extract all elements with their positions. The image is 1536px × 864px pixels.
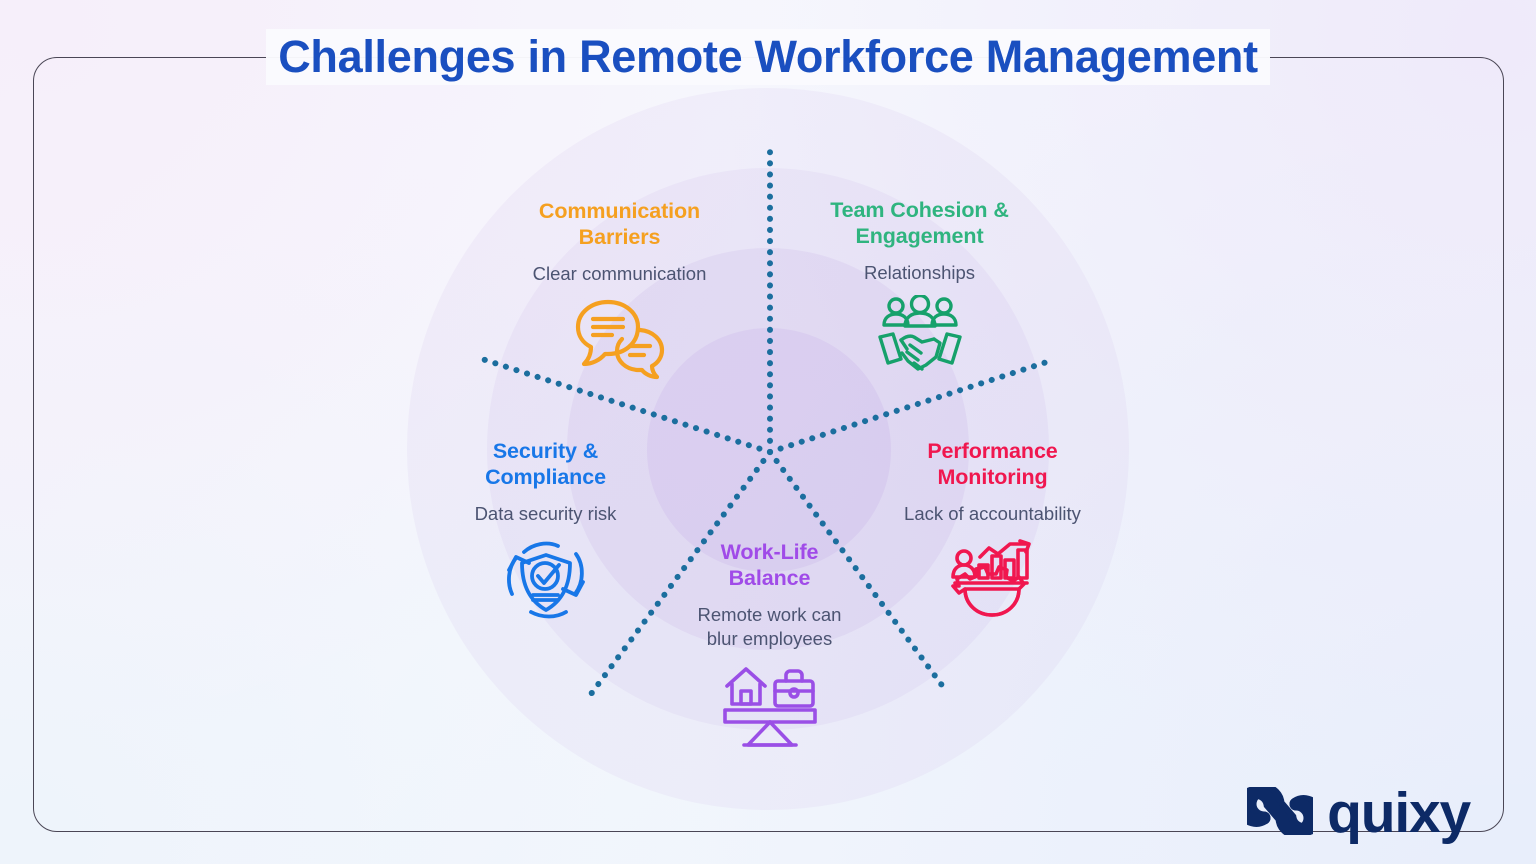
page-title-text: Challenges in Remote Workforce Managemen… <box>266 29 1270 86</box>
segment-security-compliance[interactable]: Security & Compliance Data security risk <box>438 438 653 624</box>
quixy-wordmark: quixy <box>1327 781 1471 845</box>
segment-title-line2: Engagement <box>855 224 984 249</box>
segment-title-communication: Communication Barriers <box>481 198 758 250</box>
segment-title-team: Team Cohesion & Engagement <box>810 197 1029 249</box>
segment-team-cohesion[interactable]: Team Cohesion & Engagement Relationships <box>810 197 1029 379</box>
quixy-logo[interactable]: quixy <box>1235 781 1471 845</box>
performance-gear-chart-icon <box>868 538 1117 626</box>
segment-title-line1: Communication <box>538 199 701 223</box>
segment-subtitle-security: Data security risk <box>474 503 617 525</box>
segment-subtitle-performance: Lack of accountability <box>904 503 1081 525</box>
segment-subtitle-team: Relationships <box>863 262 976 284</box>
work-life-scale-icon <box>662 660 877 748</box>
segment-title-line2: Balance <box>728 566 811 591</box>
segment-title-line2: Monitoring <box>937 465 1048 490</box>
team-handshake-icon <box>810 294 1029 379</box>
segment-title-line1: Team Cohesion & <box>830 198 1009 222</box>
segment-title-security: Security & Compliance <box>438 438 653 490</box>
segment-title-line1: Security & <box>492 439 599 463</box>
segment-title-line2: Barriers <box>578 225 661 250</box>
segment-title-line1: Work-Life <box>720 540 819 564</box>
segment-subtitle-communication: Clear communication <box>532 263 707 285</box>
segment-work-life-balance[interactable]: Work-Life Balance Remote work can blur e… <box>662 539 877 748</box>
segment-performance-monitoring[interactable]: Performance Monitoring Lack of accountab… <box>868 438 1117 626</box>
segment-subtitle-line2: blur employees <box>706 627 833 649</box>
segment-subtitle-worklife: Remote work can blur employees <box>662 603 877 649</box>
segment-title-worklife: Work-Life Balance <box>662 539 877 591</box>
page-title: Challenges in Remote Workforce Managemen… <box>0 29 1536 86</box>
speech-bubbles-icon <box>481 296 758 384</box>
infinity-loops-icon <box>1235 783 1325 840</box>
segment-title-line2: Compliance <box>485 465 606 490</box>
segment-subtitle-line1: Remote work can <box>697 604 842 626</box>
segment-title-performance: Performance Monitoring <box>868 438 1117 490</box>
segment-title-line1: Performance <box>927 439 1058 463</box>
segment-communication-barriers[interactable]: Communication Barriers Clear communicati… <box>481 198 758 384</box>
shield-check-icon <box>438 538 653 624</box>
